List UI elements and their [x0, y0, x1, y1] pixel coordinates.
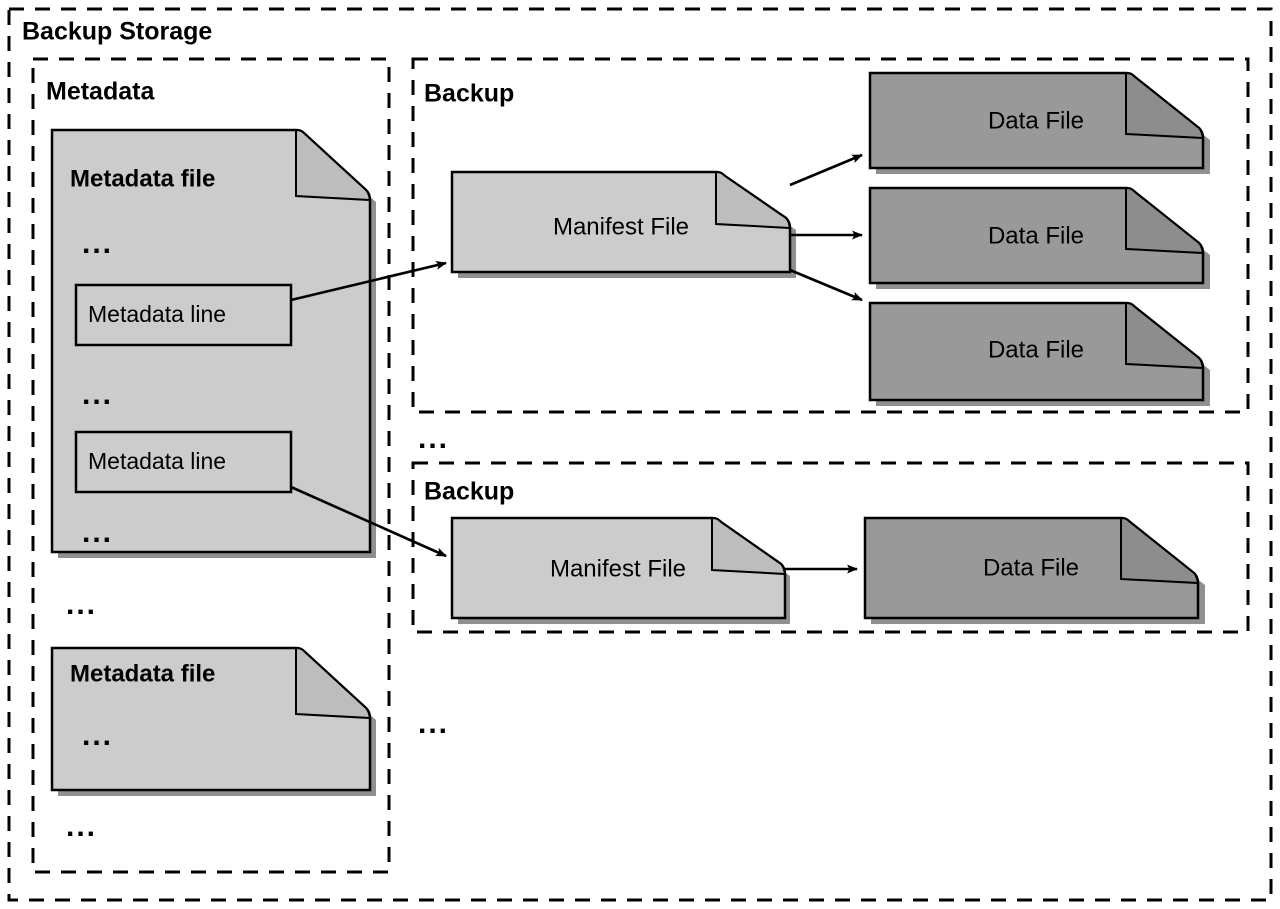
data-file-1-fold-icon: [1125, 71, 1205, 140]
metadata-section-container: [31, 57, 391, 874]
backup-section-1-container: [411, 57, 1250, 414]
backup-section-2-container: [411, 461, 1250, 634]
manifest-file-1-fold-icon: [715, 170, 792, 230]
arrow-manifest1-to-datafile1: [789, 153, 863, 187]
manifest-file-2[interactable]: Manifest File: [450, 516, 790, 624]
metadata-section-title: Metadata: [46, 78, 155, 106]
metadata-line-box-2[interactable]: [74, 430, 293, 494]
data-file-4[interactable]: Data File: [863, 516, 1205, 624]
manifest-file-2-label: Manifest File: [550, 555, 686, 582]
metadata-line-1-label: Metadata line: [88, 301, 226, 327]
data-file-4-fold-icon: [1120, 516, 1200, 585]
metadata-file-1[interactable]: Metadata file ... Metadata line ... Meta…: [50, 128, 376, 558]
data-file-3-fold-icon: [1125, 301, 1205, 370]
metadata-files-ellipsis: ...: [66, 588, 97, 621]
page-title: Backup Storage: [22, 18, 212, 46]
metadata-file-2[interactable]: Metadata file ...: [50, 646, 376, 796]
manifest-file-1-label: Manifest File: [553, 213, 689, 240]
backup-section-1-title: Backup: [424, 80, 514, 108]
metadata-file-1-fold-icon: [295, 128, 372, 202]
metadata-file-1-ellipsis-3: ...: [82, 516, 113, 549]
metadata-file-1-title: Metadata file: [70, 165, 215, 192]
metadata-section-trailing-ellipsis: ...: [66, 810, 97, 843]
metadata-file-2-fold-icon: [295, 646, 372, 720]
backup-storage-container: [7, 7, 1273, 902]
arrow-metadataline1-to-manifest1: [290, 260, 447, 302]
arrow-metadataline2-to-manifest2: [290, 485, 447, 558]
metadata-line-box-1[interactable]: [74, 283, 293, 347]
metadata-file-2-ellipsis-1: ...: [82, 719, 113, 752]
data-file-3[interactable]: Data File: [868, 301, 1210, 406]
backup-trailing-ellipsis: ...: [418, 707, 449, 740]
data-file-3-label: Data File: [988, 336, 1084, 363]
backup-sections-ellipsis: ...: [418, 422, 449, 455]
data-file-4-label: Data File: [983, 554, 1079, 581]
data-file-1[interactable]: Data File: [868, 71, 1210, 174]
data-file-2-label: Data File: [988, 222, 1084, 249]
arrow-manifest1-to-datafile3: [789, 268, 863, 302]
manifest-file-2-fold-icon: [711, 516, 787, 576]
metadata-file-2-title: Metadata file: [70, 660, 215, 687]
manifest-file-1[interactable]: Manifest File: [450, 170, 796, 278]
metadata-file-1-ellipsis-1: ...: [82, 227, 113, 260]
data-file-2-fold-icon: [1125, 186, 1205, 255]
data-file-2[interactable]: Data File: [868, 186, 1210, 289]
data-file-1-label: Data File: [988, 107, 1084, 134]
metadata-line-2-label: Metadata line: [88, 448, 226, 474]
backup-section-2-title: Backup: [424, 478, 514, 506]
metadata-file-1-ellipsis-2: ...: [82, 378, 113, 411]
